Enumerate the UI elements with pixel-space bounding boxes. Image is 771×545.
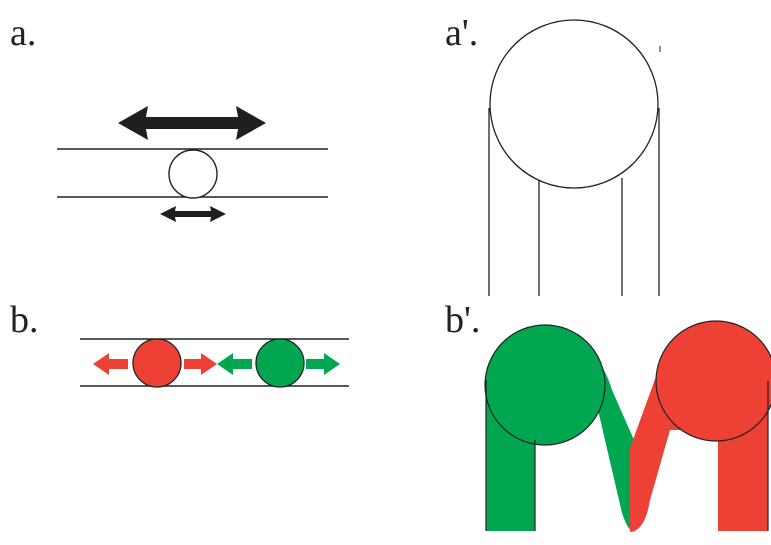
panel-a-large-double-arrow <box>118 106 266 140</box>
panel-b-prime-red-circle <box>656 321 771 441</box>
panel-b-prime <box>485 321 771 532</box>
panel-b-red-right-arrow <box>184 353 217 375</box>
panel-b-green-right-arrow <box>306 353 340 375</box>
panel-a-small-double-arrow <box>160 206 226 222</box>
panel-b <box>80 339 349 387</box>
panel-b-prime-green-circle <box>485 325 605 445</box>
panel-a-prime <box>489 20 660 296</box>
panel-a-prime-circle <box>490 20 658 188</box>
panel-b-red-left-arrow <box>93 353 128 375</box>
panel-b-red-circle <box>133 339 181 387</box>
panel-a-circle <box>169 150 217 198</box>
panel-b-green-circle <box>256 339 304 387</box>
panel-a <box>57 106 328 222</box>
panel-b-green-left-arrow <box>217 353 252 375</box>
